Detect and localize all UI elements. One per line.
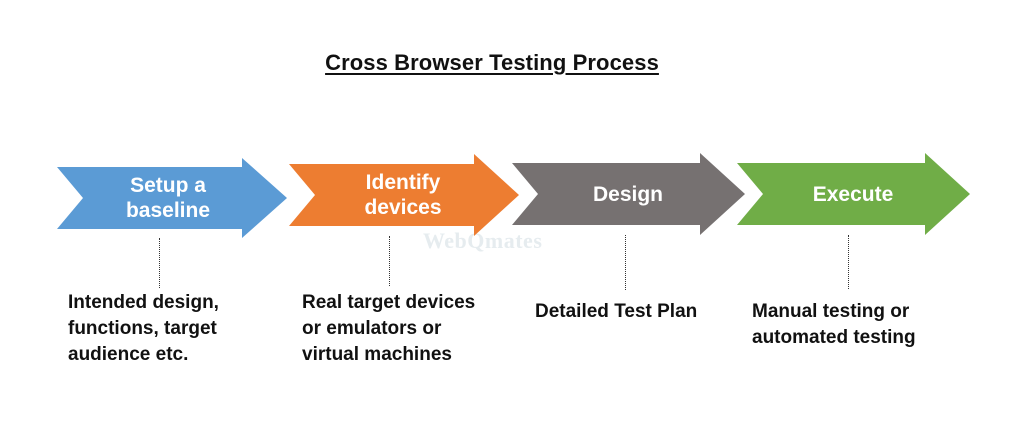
step-label-line: baseline — [125, 199, 211, 222]
step-description-setup-baseline: Intended design, functions, target audie… — [68, 290, 219, 368]
step-label-line: Design — [592, 182, 663, 206]
step-label-setup-baseline: Setup a baseline — [93, 167, 243, 229]
description-line: virtual machines — [302, 344, 452, 365]
description-line: functions, target — [68, 318, 217, 339]
connector-line — [848, 235, 849, 289]
connector-line — [389, 236, 390, 286]
chevron-arrow-shape — [737, 153, 970, 235]
step-description-identify-devices: Real target devices or emulators or virt… — [302, 290, 475, 368]
description-line: Detailed Test Plan — [535, 301, 698, 322]
step-label-line: Execute — [812, 182, 894, 206]
connector-line — [159, 238, 160, 288]
arrow-execute: Execute — [737, 153, 970, 235]
connector-line — [625, 235, 626, 290]
step-label-design: Design — [548, 163, 708, 225]
arrow-identify-devices: Identify devices — [289, 154, 519, 236]
description-line: or emulators or — [302, 318, 442, 339]
step-description-execute: Manual testing or automated testing — [752, 299, 916, 351]
description-line: automated testing — [752, 327, 916, 348]
step-label-line: Identify — [365, 171, 441, 194]
chevron-arrow-shape — [289, 154, 519, 236]
arrow-design: Design — [512, 153, 745, 235]
chevron-arrow-shape — [57, 158, 287, 238]
description-line: Intended design, — [68, 292, 219, 313]
step-label-execute: Execute — [773, 163, 933, 225]
page-title: Cross Browser Testing Process — [325, 50, 659, 75]
chevron-arrow-shape — [512, 153, 745, 235]
step-label-line: devices — [364, 196, 442, 219]
step-label-line: Setup a — [130, 174, 206, 197]
description-line: Real target devices — [302, 292, 476, 313]
step-description-design: Detailed Test Plan — [535, 299, 697, 325]
description-line: Manual testing or — [752, 301, 910, 322]
description-line: audience etc. — [68, 344, 189, 365]
step-label-identify-devices: Identify devices — [325, 164, 481, 226]
watermark: WebQmates — [423, 228, 543, 253]
arrow-setup-baseline: Setup a baseline — [57, 158, 287, 238]
